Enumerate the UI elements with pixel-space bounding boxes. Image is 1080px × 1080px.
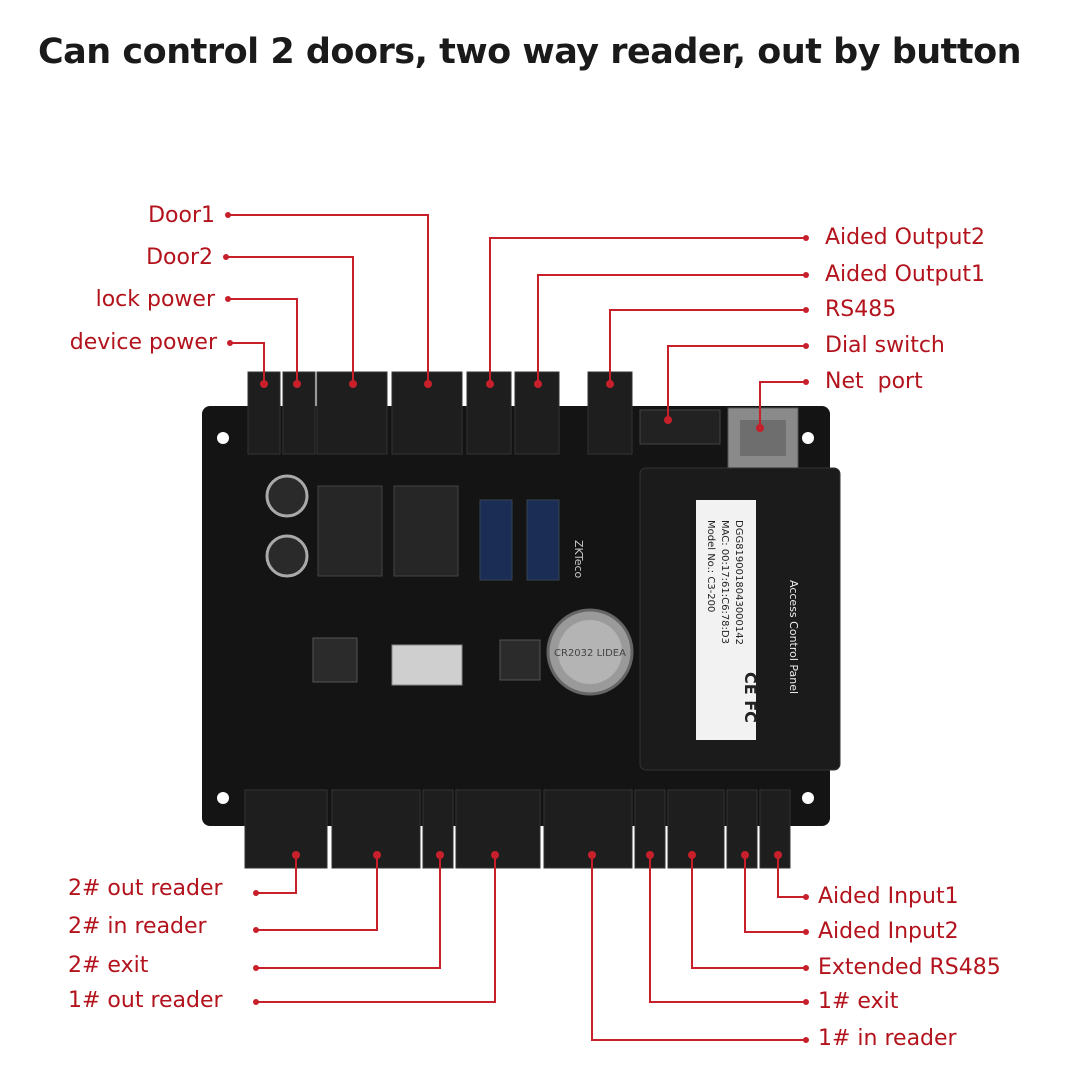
terminal-2-out-reader — [244, 789, 328, 869]
module-mac: MAC: 00:17:61:C6:78:D3 — [719, 520, 730, 644]
label-net-port: Net port — [825, 369, 923, 394]
terminal-1-in-reader — [543, 789, 633, 869]
terminal-ext-rs485 — [667, 789, 725, 869]
terminal-aided-output1 — [514, 371, 560, 455]
label-lock-power: lock power — [95, 287, 215, 312]
module-model: Model No.: C3-200 — [705, 520, 716, 612]
label-aided-output1: Aided Output1 — [825, 262, 986, 287]
leader-dots — [223, 212, 809, 1043]
bottom-terminals — [244, 789, 791, 869]
battery-text: CR2032 LIDEA — [554, 648, 626, 659]
relay — [393, 485, 459, 577]
page-title: Can control 2 doors, two way reader, out… — [38, 32, 1022, 72]
capacitor — [265, 534, 309, 578]
chip — [312, 637, 358, 683]
label-1-out-reader: 1# out reader — [68, 988, 223, 1013]
label-aided-input2: Aided Input2 — [818, 919, 959, 944]
label-extended-rs485: Extended RS485 — [818, 955, 1001, 980]
label-2-exit: 2# exit — [68, 953, 149, 978]
label-rs485: RS485 — [825, 297, 897, 322]
module-title: Access Control Panel — [787, 580, 800, 694]
label-device-power: device power — [69, 330, 217, 355]
label-door1: Door1 — [148, 203, 215, 228]
chip — [499, 639, 541, 681]
mount-hole — [802, 792, 814, 804]
brand-text: ZKTeco — [572, 540, 585, 579]
label-door2: Door2 — [146, 245, 213, 270]
label-1-exit: 1# exit — [818, 989, 899, 1014]
chip — [391, 644, 463, 686]
capacitor — [265, 474, 309, 518]
label-2-in-reader: 2# in reader — [68, 914, 207, 939]
mount-hole — [802, 432, 814, 444]
leader-lines — [226, 214, 806, 1041]
label-1-in-reader: 1# in reader — [818, 1026, 957, 1051]
terminal-rs485 — [587, 371, 633, 455]
label-2-out-reader: 2# out reader — [68, 876, 223, 901]
terminal-aided-input2 — [726, 789, 758, 869]
label-aided-output2: Aided Output2 — [825, 225, 986, 250]
module-label — [696, 500, 756, 740]
dial-switch — [639, 409, 721, 445]
label-dial-switch: Dial switch — [825, 333, 945, 358]
relay-blue — [479, 499, 513, 581]
mount-hole — [217, 792, 229, 804]
relay — [317, 485, 383, 577]
module-serial: DGG8190018043000142 — [733, 520, 744, 645]
relay-blue — [526, 499, 560, 581]
module-cert: CE FC — [741, 672, 760, 723]
label-aided-input1: Aided Input1 — [818, 884, 959, 909]
mount-hole — [217, 432, 229, 444]
